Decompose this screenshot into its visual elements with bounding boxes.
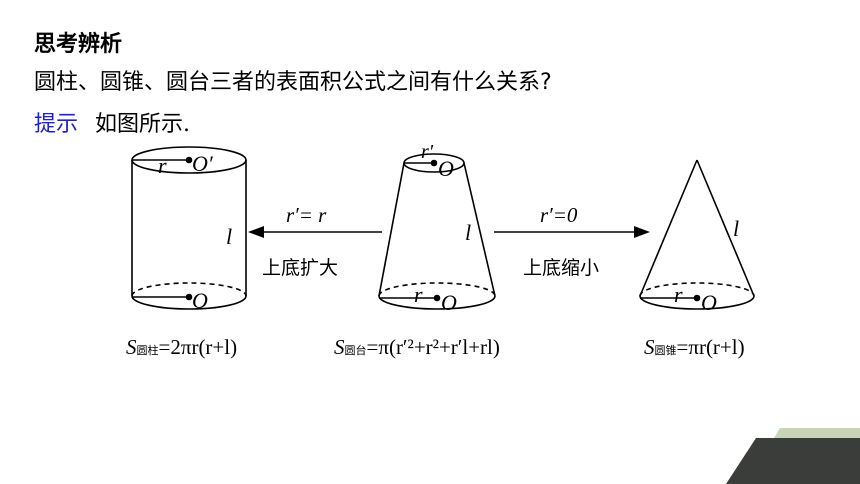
arrow-right-condition: r′=0 xyxy=(540,203,578,227)
cylinder-top-center-label: O′ xyxy=(192,151,214,176)
frustum-top-center xyxy=(430,159,438,167)
cylinder-bottom-front xyxy=(131,295,247,310)
cone-formula-expr: =πr(r+l) xyxy=(677,335,745,359)
cone-bottom-radius-label: r xyxy=(674,282,683,307)
frustum-formula-expr: =π(r′²+r²+r′l+rl) xyxy=(367,335,500,359)
frustum-formula-sub: 圆台 xyxy=(345,343,367,357)
cone-bottom-center-label: O xyxy=(701,290,717,315)
question-text: 圆柱、圆锥、圆台三者的表面积公式之间有什么关系? xyxy=(34,70,552,95)
frustum-right-edge xyxy=(463,162,496,297)
cone-formula: S圆锥=πr(r+l) xyxy=(644,335,745,359)
arrow-right xyxy=(494,226,650,238)
cylinder-formula-expr: =2πr(r+l) xyxy=(159,335,238,359)
arrow-left xyxy=(248,226,382,238)
frustum-formula: S圆台=π(r′²+r²+r′l+rl) xyxy=(334,335,500,359)
frustum-bottom-center-label: O xyxy=(441,290,457,315)
hint-text: 如图所示. xyxy=(95,112,191,137)
arrow-left-condition: r′= r xyxy=(286,203,327,227)
cone-left-edge xyxy=(639,159,698,297)
arrow-left-caption: 上底扩大 xyxy=(262,257,338,279)
cylinder-formula-sub: 圆柱 xyxy=(137,343,159,357)
frustum-side-label: l xyxy=(465,220,471,245)
cylinder-formula: S圆柱=2πr(r+l) xyxy=(126,335,237,359)
cylinder-side-label: l xyxy=(226,224,232,249)
cylinder-formula-s: S xyxy=(126,335,137,359)
cylinder-bottom-center xyxy=(185,293,193,301)
cylinder-top-radius-label: r xyxy=(158,153,167,178)
cone-diagram xyxy=(639,159,755,310)
cylinder-bottom-center-label: O xyxy=(192,288,208,313)
corner-deco-light xyxy=(774,428,860,438)
arrow-right-caption: 上底缩小 xyxy=(523,257,599,279)
cylinder-top-center xyxy=(185,156,193,164)
frustum-left-edge xyxy=(378,162,405,297)
cone-right-edge xyxy=(696,159,755,297)
cylinder-bottom-back xyxy=(131,282,247,297)
frustum-top-radius-label: r′ xyxy=(421,141,434,163)
frustum-bottom-radius-label: r xyxy=(414,282,423,307)
frustum-bottom-front xyxy=(378,295,496,310)
corner-deco-dark xyxy=(726,438,860,484)
frustum-diagram xyxy=(378,153,496,310)
frustum-bottom-back xyxy=(378,282,496,297)
cone-bottom-center xyxy=(693,294,701,302)
cone-bottom-front xyxy=(639,295,755,310)
frustum-top-center-label: O xyxy=(438,156,454,181)
arrow-right-head xyxy=(634,226,650,238)
section-heading: 思考辨析 xyxy=(34,32,123,57)
frustum-bottom-center xyxy=(433,294,441,302)
cone-side-label: l xyxy=(733,216,739,241)
cylinder-diagram xyxy=(131,146,247,310)
frustum-formula-s: S xyxy=(334,335,345,359)
hint-line: 提示 如图所示. xyxy=(34,106,190,138)
cone-formula-s: S xyxy=(644,335,655,359)
cone-formula-sub: 圆锥 xyxy=(655,344,677,357)
cone-bottom-back xyxy=(639,282,755,297)
arrow-left-head xyxy=(248,226,264,238)
hint-label: 提示 xyxy=(34,112,79,137)
